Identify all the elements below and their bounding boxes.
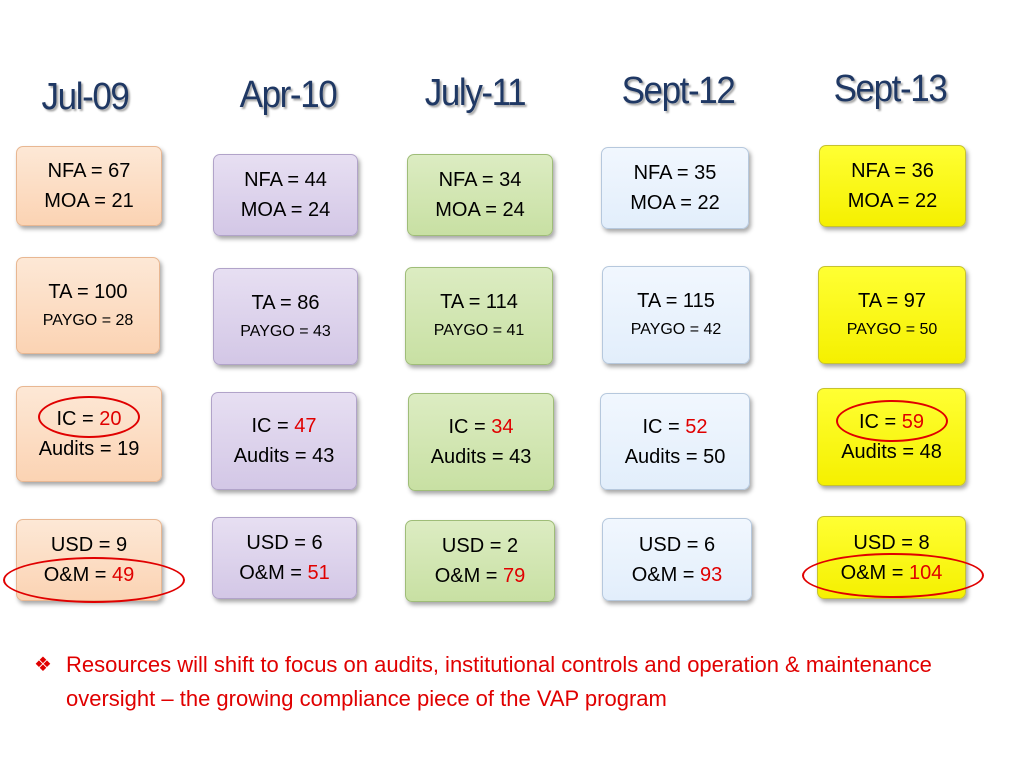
om-line: O&M = 51 (239, 558, 330, 588)
ta-paygo-box-sept-13: TA = 97 PAYGO = 50 (818, 266, 966, 364)
audits-value: Audits = 43 (430, 446, 532, 468)
ic-label: IC = (448, 416, 492, 438)
audits-value: Audits = 48 (841, 441, 942, 463)
highlight-ellipse-ic-jul-09 (38, 396, 140, 438)
om-line: O&M = 93 (632, 560, 723, 590)
usd-value: USD = 6 (246, 532, 323, 554)
ta-paygo-box-july-11: TA = 114 PAYGO = 41 (405, 267, 553, 365)
moa-value: MOA = 24 (240, 199, 331, 221)
ta-value: TA = 97 (857, 290, 926, 312)
summary-note: ❖ Resources will shift to focus on audit… (34, 648, 994, 716)
usd-om-box-apr-10: USD = 6 O&M = 51 (212, 517, 357, 599)
moa-value: MOA = 22 (630, 192, 720, 214)
column-title-apr-10: Apr-10 (239, 74, 338, 116)
ic-audits-box-july-11: IC = 34 Audits = 43 (408, 393, 554, 491)
ic-audits-box-sept-12: IC = 52 Audits = 50 (600, 393, 750, 490)
ic-line: IC = 52 (642, 412, 707, 442)
ta-paygo-box-jul-09: TA = 100 PAYGO = 28 (16, 257, 160, 354)
usd-om-box-july-11: USD = 2 O&M = 79 (405, 520, 555, 602)
moa-value: MOA = 22 (847, 190, 938, 212)
summary-note-text: Resources will shift to focus on audits,… (66, 652, 932, 711)
paygo-value: PAYGO = 42 (630, 321, 722, 338)
usd-om-box-sept-12: USD = 6 O&M = 93 (602, 518, 752, 601)
nfa-value: NFA = 34 (438, 169, 522, 191)
ic-line: IC = 47 (251, 411, 316, 441)
nfa-value: NFA = 67 (47, 160, 131, 182)
ta-value: TA = 114 (440, 291, 518, 313)
usd-value: USD = 8 (853, 531, 930, 554)
highlight-ellipse-om-sept-13 (802, 553, 984, 598)
om-label: O&M = (631, 563, 701, 586)
audits-value: Audits = 43 (233, 445, 335, 467)
ic-label: IC = (642, 415, 686, 438)
highlight-ellipse-om-jul-09 (3, 557, 185, 603)
paygo-value: PAYGO = 50 (846, 321, 938, 338)
column-title-jul-09: Jul-09 (41, 76, 130, 118)
column-title-sept-12: Sept-12 (621, 70, 736, 112)
ta-value: TA = 100 (48, 280, 128, 303)
audits-value: Audits = 50 (624, 445, 726, 468)
moa-value: MOA = 21 (44, 190, 134, 212)
om-value: 93 (700, 563, 723, 586)
ta-value: TA = 86 (251, 291, 320, 314)
ic-label: IC = (251, 415, 295, 437)
highlight-ellipse-ic-sept-13 (836, 400, 948, 442)
nfa-moa-box-apr-10: NFA = 44 MOA = 24 (213, 154, 358, 236)
ic-line: IC = 34 (448, 412, 513, 442)
nfa-moa-box-sept-13: NFA = 36 MOA = 22 (819, 145, 966, 227)
audits-value: Audits = 19 (38, 438, 140, 460)
moa-value: MOA = 24 (435, 199, 525, 221)
paygo-value: PAYGO = 41 (433, 322, 525, 339)
column-title-sept-13: Sept-13 (833, 68, 948, 110)
om-value: 51 (307, 562, 330, 584)
paygo-value: PAYGO = 43 (240, 322, 331, 340)
column-title-july-11: July-11 (424, 72, 527, 114)
om-line: O&M = 79 (435, 561, 526, 591)
ic-value: 52 (685, 415, 708, 438)
ic-value: 47 (294, 415, 317, 437)
nfa-moa-box-july-11: NFA = 34 MOA = 24 (407, 154, 553, 236)
diamond-bullet-icon: ❖ (34, 654, 52, 676)
usd-value: USD = 2 (441, 535, 519, 557)
ic-value: 34 (491, 416, 514, 438)
paygo-value: PAYGO = 28 (42, 311, 134, 329)
nfa-moa-box-jul-09: NFA = 67 MOA = 21 (16, 146, 162, 226)
nfa-value: NFA = 44 (244, 169, 327, 191)
ic-audits-box-apr-10: IC = 47 Audits = 43 (211, 392, 357, 490)
ta-paygo-box-sept-12: TA = 115 PAYGO = 42 (602, 266, 750, 364)
usd-value: USD = 9 (50, 534, 128, 556)
ta-value: TA = 115 (637, 290, 715, 312)
usd-value: USD = 6 (638, 533, 716, 556)
nfa-value: NFA = 35 (633, 162, 717, 184)
om-label: O&M = (434, 565, 504, 587)
ta-paygo-box-apr-10: TA = 86 PAYGO = 43 (213, 268, 358, 365)
om-value: 79 (503, 565, 526, 587)
nfa-moa-box-sept-12: NFA = 35 MOA = 22 (601, 147, 749, 229)
nfa-value: NFA = 36 (851, 160, 934, 182)
om-label: O&M = (239, 562, 308, 584)
